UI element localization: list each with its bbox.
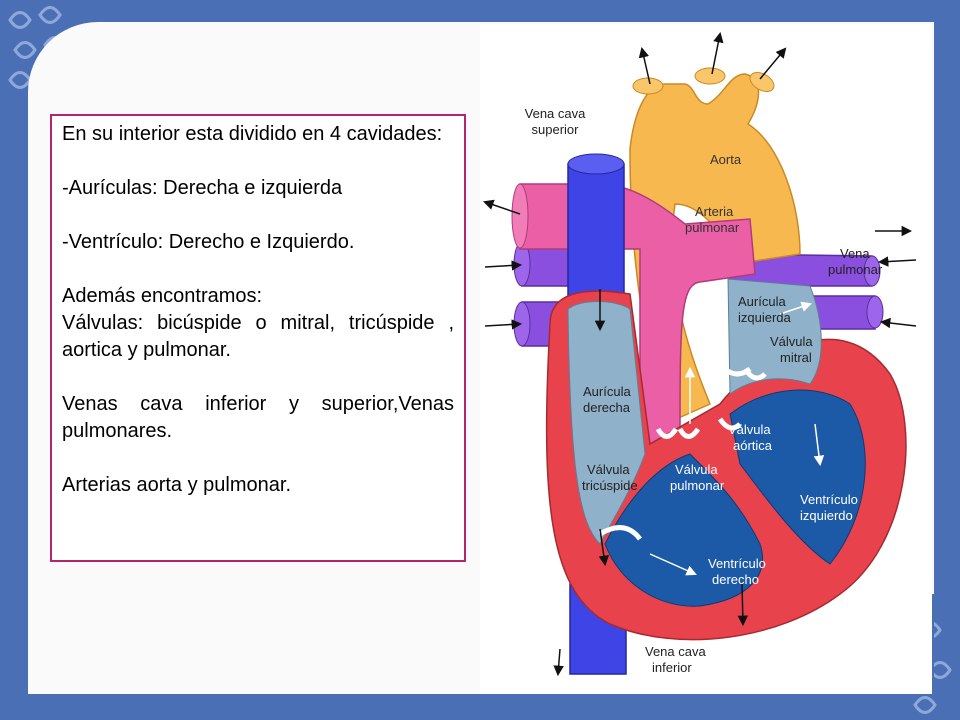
svg-text:inferior: inferior <box>652 660 692 675</box>
svg-text:derecho: derecho <box>712 572 759 587</box>
svg-text:pulmonar: pulmonar <box>828 262 883 277</box>
text-cavidades: En su interior esta dividido en 4 cavida… <box>62 123 443 145</box>
svg-text:mitral: mitral <box>780 350 812 365</box>
label-aorta: Aorta <box>710 152 742 167</box>
svg-text:superior: superior <box>532 122 580 137</box>
label-ventriculo-derecho: Ventrículo <box>708 556 766 571</box>
svg-text:izquierdo: izquierdo <box>800 508 853 523</box>
label-ventriculo-izquierdo: Ventrículo <box>800 492 858 507</box>
svg-text:derecha: derecha <box>583 400 631 415</box>
text-ventriculo: -Ventrículo: Derecho e Izquierdo. <box>62 231 355 253</box>
svg-text:tricúspide: tricúspide <box>582 478 638 493</box>
heart-diagram: Vena cava superior Aorta Arteria pulmona… <box>480 24 932 694</box>
label-valvula-pulmonar: Válvula <box>675 462 718 477</box>
label-valvula-mitral: Válvula <box>770 334 813 349</box>
label-vena-cava-superior: Vena cava <box>525 106 586 121</box>
svg-text:pulmonar: pulmonar <box>685 220 740 235</box>
text-venas: Venas cava inferior y superior,Venas pul… <box>62 393 454 442</box>
label-valvula-tricuspide: Válvula <box>587 462 630 477</box>
flow-arrows-white <box>649 301 825 576</box>
heart-illustration: Vena cava superior Aorta Arteria pulmona… <box>483 31 917 677</box>
text-auriculas: -Aurículas: Derecha e izquierda <box>62 177 343 199</box>
label-valvula-aortica: Válvula <box>728 422 771 437</box>
svg-text:aórtica: aórtica <box>733 438 773 453</box>
valves <box>598 366 767 541</box>
text-ademas: Además encontramos: <box>62 285 263 307</box>
label-arteria-pulmonar: Arteria <box>695 204 734 219</box>
right-ventricle <box>604 453 763 607</box>
svg-text:pulmonar: pulmonar <box>670 478 725 493</box>
label-vena-cava-inferior: Vena cava <box>645 644 706 659</box>
diagram-labels: Vena cava superior Aorta Arteria pulmona… <box>525 106 883 675</box>
svg-text:izquierda: izquierda <box>738 310 792 325</box>
left-ventricle <box>729 389 866 565</box>
description-textbox: En su interior esta dividido en 4 cavida… <box>50 114 466 562</box>
label-auricula-derecha: Aurícula <box>583 384 631 399</box>
pulmonary-artery <box>511 183 756 450</box>
label-auricula-izquierda: Aurícula <box>738 294 786 309</box>
label-vena-pulmonar: Vena <box>840 246 870 261</box>
flow-arrows-black <box>483 31 917 677</box>
text-arterias: Arterias aorta y pulmonar. <box>62 474 291 496</box>
text-valvulas: Válvulas: bicúspide o mitral, tricúspide… <box>62 312 454 361</box>
